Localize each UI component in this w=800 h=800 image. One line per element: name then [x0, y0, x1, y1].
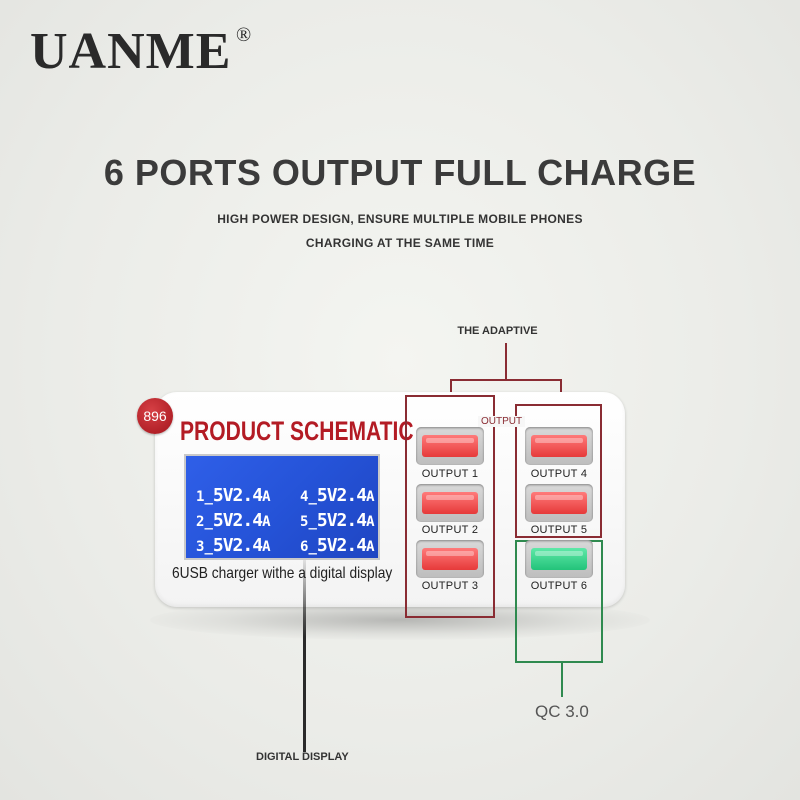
display-reading: 5V2.4: [316, 510, 367, 531]
port-label-5: OUTPUT 5: [530, 524, 588, 536]
display-row: 1_5V2.4A 4_5V2.4A: [196, 485, 375, 506]
schematic-title: PRODUCT SCHEMATIC: [180, 416, 414, 446]
digital-display-connector: [303, 560, 306, 752]
brand-logo: UANME: [30, 23, 232, 80]
display-unit: A: [366, 539, 375, 555]
usb-port-3: [416, 540, 484, 578]
usb-port-1: [416, 427, 484, 465]
usb-port-5: [525, 484, 593, 522]
port-label-6: OUTPUT 6: [530, 580, 588, 592]
subheadline-line-2: CHARGING AT THE SAME TIME: [305, 236, 495, 250]
adaptive-connector-left: [450, 379, 452, 395]
display-port-number: 3: [196, 539, 205, 555]
usb-port-2: [416, 484, 484, 522]
usb-port-4: [525, 427, 593, 465]
display-unit: A: [366, 489, 375, 505]
display-port-number: 6: [300, 539, 309, 555]
subheadline-line-1: HIGH POWER DESIGN, ENSURE MULTIPLE MOBIL…: [217, 212, 583, 226]
adaptive-connector-right: [560, 379, 562, 404]
port-label-4: OUTPUT 4: [530, 468, 588, 480]
display-row: 2_5V2.4A 5_5V2.4A: [196, 510, 375, 531]
adaptive-connector-bar: [450, 379, 562, 381]
adaptive-label: THE ADAPTIVE: [457, 325, 538, 337]
display-reading: 5V2.4: [212, 510, 263, 531]
output-group-right-frame: [515, 404, 602, 538]
display-reading: 5V2.4: [316, 535, 367, 556]
device-caption: 6USB charger withe a digital display: [172, 565, 393, 582]
display-port-number: 5: [300, 514, 309, 530]
digital-display: 1_5V2.4A 4_5V2.4A 2_5V2.4A 5_5V2.4A 3_5V…: [184, 454, 380, 560]
output-tag: OUTPUT: [478, 416, 526, 427]
display-port-number: 4: [300, 489, 309, 505]
display-port-number: 2: [196, 514, 205, 530]
headline: 6 PORTS OUTPUT FULL CHARGE: [103, 152, 697, 193]
registered-mark: ®: [236, 24, 252, 46]
display-unit: A: [366, 514, 375, 530]
digital-display-label: DIGITAL DISPLAY: [256, 751, 349, 763]
qc-connector-line: [561, 663, 563, 697]
display-reading: 5V2.4: [212, 535, 263, 556]
display-unit: A: [262, 489, 271, 505]
display-reading: 5V2.4: [316, 485, 367, 506]
display-port-number: 1: [196, 489, 205, 505]
display-unit: A: [262, 539, 271, 555]
port-label-2: OUTPUT 2: [421, 524, 479, 536]
display-unit: A: [262, 514, 271, 530]
qc-label: QC 3.0: [535, 702, 589, 721]
port-label-1: OUTPUT 1: [421, 468, 479, 480]
output-group-left-frame: [405, 395, 495, 618]
display-row: 3_5V2.4A 6_5V2.4A: [196, 535, 375, 556]
usb-port-6-qc: [525, 540, 593, 578]
display-reading: 5V2.4: [212, 485, 263, 506]
port-label-3: OUTPUT 3: [421, 580, 479, 592]
adaptive-connector-stem: [505, 343, 507, 380]
model-badge: 896: [137, 398, 173, 434]
